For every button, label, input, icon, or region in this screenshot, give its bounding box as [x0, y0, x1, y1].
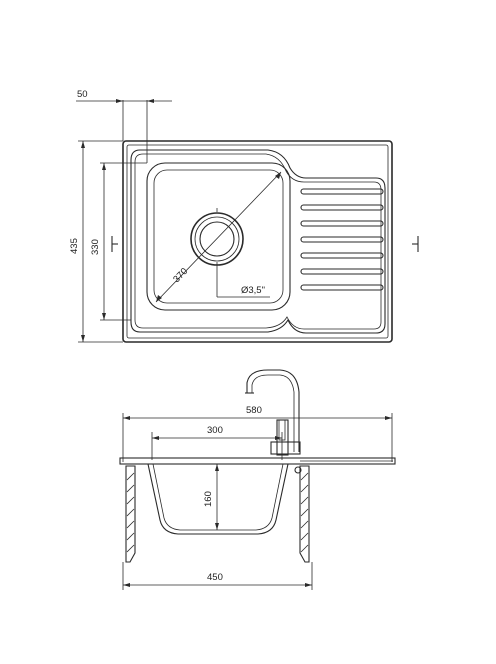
cabinet-panel-right	[299, 465, 310, 563]
drain-middle	[194, 216, 240, 262]
bowl-outline	[146, 162, 291, 311]
cabinet-width-arrow-right	[305, 583, 312, 587]
overall-width-arrow-right	[385, 416, 392, 420]
bowl-height-label: 160	[203, 491, 214, 507]
overall-depth-label: 435	[69, 238, 80, 254]
countertop-plate	[119, 457, 396, 465]
drain-diameter-label: Ø3,5"	[241, 285, 265, 296]
drainboard-groove	[300, 204, 384, 211]
drainboard-groove	[300, 268, 384, 275]
cabinet-panel-right-hatch	[300, 472, 309, 553]
faucet-spout-inner	[251, 374, 295, 452]
sink-rim	[130, 149, 386, 334]
faucet-mount-bolt	[294, 466, 302, 474]
flange-offset-label: 50	[77, 89, 88, 100]
bowl-diagonal-arrow-start	[156, 295, 162, 302]
bowl-width-label: 300	[207, 425, 223, 436]
cabinet-panel-left-hatch	[126, 472, 135, 553]
drainboard-groove	[300, 252, 384, 259]
faucet-spout	[246, 369, 300, 452]
drainboard-groove	[300, 220, 384, 227]
drainboard-grooves	[300, 188, 384, 291]
flange-arrow-left	[116, 99, 123, 103]
bowl-diagonal-arrow-end	[275, 172, 281, 179]
bowl-profile-inner	[152, 463, 284, 531]
drainboard-groove	[300, 284, 384, 291]
overall-depth-arrow-top	[81, 141, 85, 148]
bowl-width-arrow-left	[152, 436, 159, 440]
cabinet-panel-left	[125, 465, 136, 563]
sink-rim-inner	[134, 153, 382, 330]
side-section-view: 580 300 160	[119, 369, 396, 590]
bowl-height-arrow-bottom	[215, 523, 219, 530]
overall-depth-arrow-bottom	[81, 335, 85, 342]
faucet-base	[270, 441, 301, 455]
drainboard-groove	[300, 188, 384, 195]
bowl-width-arrow-right	[275, 436, 282, 440]
bowl-depth-arrow-bottom	[102, 313, 106, 320]
cabinet-width-arrow-left	[123, 583, 130, 587]
bowl-depth-label: 330	[90, 239, 101, 255]
flange-arrow-right	[147, 99, 154, 103]
sink-outer-outline	[122, 140, 393, 343]
bowl-height-arrow-top	[215, 464, 219, 471]
bowl-inner-outline	[153, 169, 284, 304]
overall-width-arrow-left	[123, 416, 130, 420]
overall-width-label: 580	[246, 405, 262, 416]
bowl-depth-arrow-top	[102, 163, 106, 170]
drainboard-groove	[300, 236, 384, 243]
drain-inner	[199, 221, 235, 257]
cabinet-width-label: 450	[207, 572, 223, 583]
bowl-diagonal-line	[155, 171, 282, 303]
sink-inner-outline	[126, 144, 389, 339]
top-view: Ø3,5" 370 435 330 50	[69, 89, 419, 343]
